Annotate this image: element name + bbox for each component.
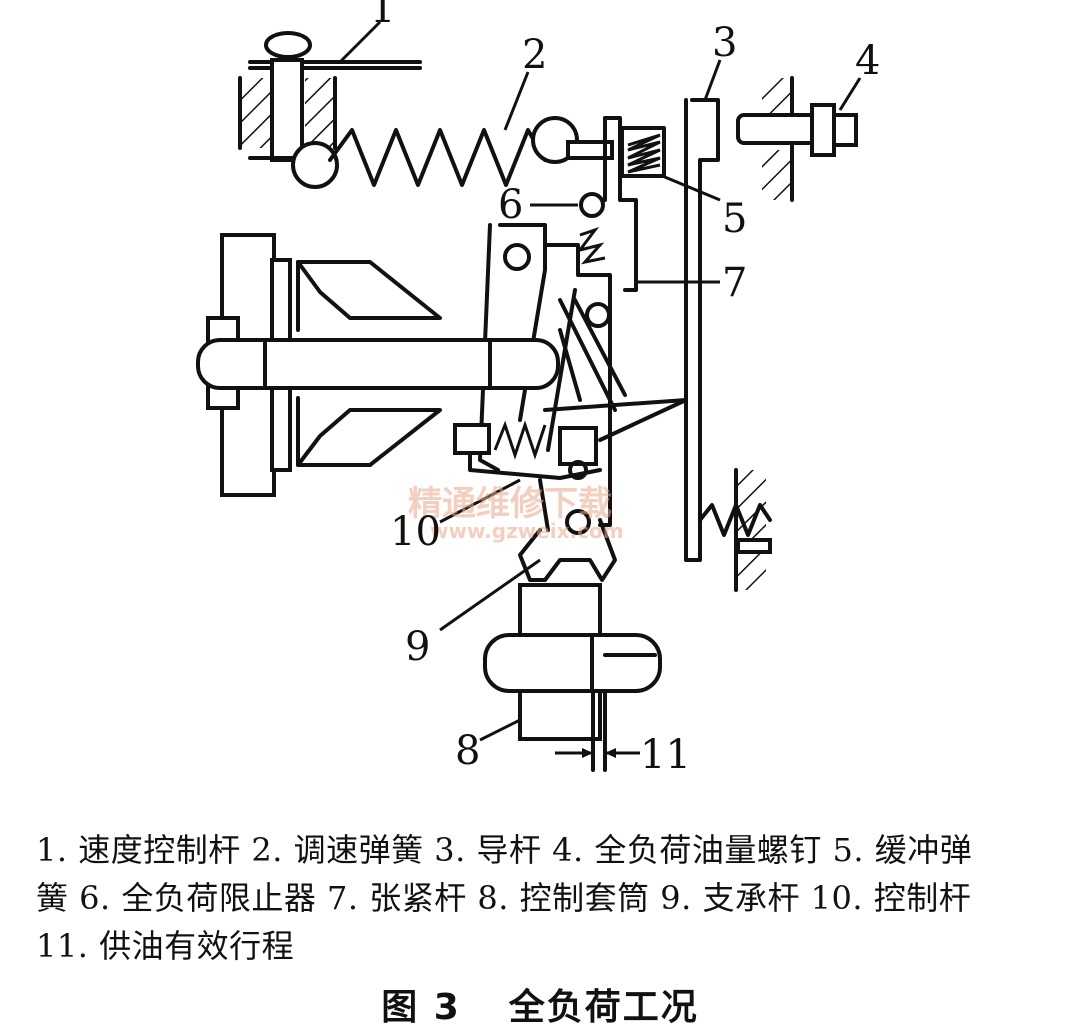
speed-control-lever <box>238 31 422 189</box>
label-5: 5 <box>722 196 747 242</box>
control-sleeve <box>483 583 662 772</box>
governor-diagram: 精通维修下载 www.gzweix.com 1 2 3 4 5 6 7 8 9 … <box>196 0 880 778</box>
figure-title: 全负荷工况 <box>508 987 699 1028</box>
watermark-url: www.gzweix.com <box>430 519 624 543</box>
label-4: 4 <box>855 38 880 84</box>
label-2: 2 <box>522 32 547 78</box>
label-9: 9 <box>405 624 430 670</box>
legend-line-2: 簧 6. 全负荷限止器 7. 张紧杆 8. 控制套筒 9. 支承杆 10. 控制… <box>36 879 972 917</box>
control-lever <box>453 420 602 532</box>
legend-line-1: 1. 速度控制杆 2. 调速弹簧 3. 导杆 4. 全负荷油量螺钉 5. 缓冲弹 <box>36 831 973 869</box>
label-10: 10 <box>390 509 441 555</box>
label-6: 6 <box>498 182 523 228</box>
leader-lines <box>338 20 862 742</box>
buffer-spring <box>620 126 666 178</box>
label-8: 8 <box>455 728 480 774</box>
watermark-title: 精通维修下载 <box>408 484 612 524</box>
guide-lever <box>603 98 720 562</box>
return-spring <box>698 468 772 592</box>
figure-legend: 1. 速度控制杆 2. 调速弹簧 3. 导杆 4. 全负荷油量螺钉 5. 缓冲弹… <box>36 826 1056 970</box>
label-11: 11 <box>640 732 691 778</box>
governor-spring <box>328 116 614 187</box>
label-7: 7 <box>722 260 747 306</box>
flyweight-assembly <box>196 233 582 497</box>
legend-line-3: 11. 供油有效行程 <box>36 927 295 965</box>
label-1: 1 <box>370 0 395 32</box>
full-load-fuel-screw <box>736 76 858 202</box>
label-3: 3 <box>712 20 737 66</box>
figure-number: 图 3 <box>381 987 461 1028</box>
figure-caption: 图 3 全负荷工况 <box>0 978 1080 1030</box>
